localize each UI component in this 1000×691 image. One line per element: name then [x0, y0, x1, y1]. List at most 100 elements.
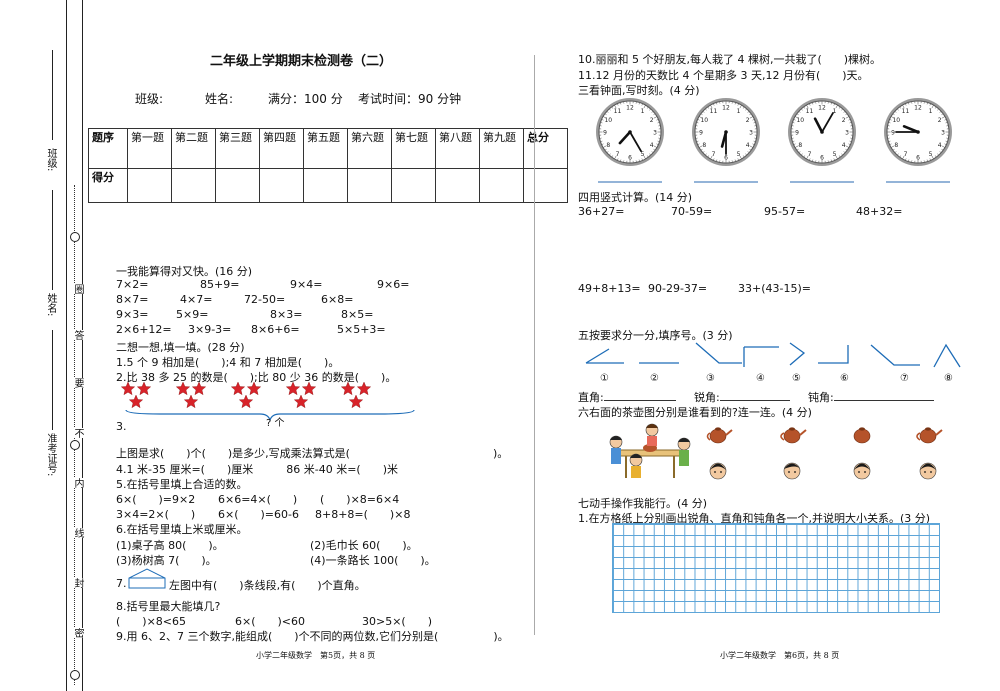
- calc-item: 90-29-37=: [648, 282, 708, 295]
- section-5-title: 五按要求分一分,填序号。(3 分): [578, 329, 733, 342]
- score-table-header-row: 题序 第一题 第二题 第三题 第四题 第五题 第六题 第七题 第八题 第九题 总…: [88, 128, 568, 169]
- right-angle-blank[interactable]: [604, 400, 676, 401]
- calc-item: 7×2=: [116, 278, 149, 291]
- question-10: 10.丽丽和 5 个好朋友,每人栽了 4 棵树,一共栽了( )棵树。: [578, 53, 882, 66]
- section-1-title: 一我能算得对又快。(16 分): [116, 265, 253, 278]
- score-header-cell: 第六题: [347, 128, 392, 169]
- calc-item: 9×4=: [290, 278, 323, 291]
- margin-id-blank: [52, 330, 53, 430]
- question-7: 左图中有( )条线段,有( )个直角。: [169, 579, 366, 592]
- section-7-question-1: 1.在方格纸上分别画出锐角、直角和钝角各一个,并说明大小关系。(3 分): [578, 512, 931, 525]
- hour-hand: [618, 130, 632, 145]
- svg-text:4: 4: [746, 142, 750, 149]
- binding-hole: [70, 440, 80, 450]
- obtuse-angle-blank[interactable]: [834, 400, 934, 401]
- score-cell[interactable]: [391, 168, 436, 203]
- svg-text:9: 9: [891, 130, 895, 137]
- calc-item: 9×3=: [116, 308, 149, 321]
- star-icon: [356, 381, 372, 396]
- child-face-icon[interactable]: [709, 462, 727, 480]
- star-icon: [301, 381, 317, 396]
- angle-1: [585, 348, 624, 364]
- svg-text:2: 2: [842, 117, 846, 124]
- angle-figures: [585, 342, 961, 368]
- score-cell[interactable]: [171, 168, 216, 203]
- score-cell[interactable]: [435, 168, 480, 203]
- page-footer-left: 小学二年级数学 第5页，共 8 页: [256, 651, 376, 660]
- star-icon: [120, 381, 136, 396]
- star-icon: [175, 381, 191, 396]
- calc-item: 48+32=: [856, 205, 903, 218]
- score-cell[interactable]: [127, 168, 172, 203]
- star-icon: [191, 381, 207, 396]
- question-1: 1.5 个 9 相加是( );4 和 7 相加是( )。: [116, 356, 340, 369]
- calc-item: 72-50=: [244, 293, 286, 306]
- teapot-icon[interactable]: [916, 427, 943, 444]
- calc-item: 85+9=: [200, 278, 240, 291]
- hour-hand: [720, 130, 728, 148]
- score-table: 题序 第一题 第二题 第三题 第四题 第五题 第六题 第七题 第八题 第九题 总…: [88, 128, 568, 203]
- margin-line-left: [66, 0, 67, 691]
- teapot-icon[interactable]: [706, 427, 733, 444]
- score-cell[interactable]: [259, 168, 304, 203]
- angle-3: [695, 342, 742, 364]
- score-cell[interactable]: [523, 168, 568, 203]
- angle-number: ①: [600, 373, 609, 384]
- svg-text:1: 1: [641, 108, 645, 115]
- calc-item: 2×6+12=: [116, 323, 172, 336]
- score-cell[interactable]: [479, 168, 524, 203]
- star-icon: [183, 394, 199, 409]
- question-11: 11.12 月份的天数比 4 个星期多 3 天,12 月份有( )天。: [578, 69, 869, 82]
- child-face-icon[interactable]: [783, 462, 801, 480]
- svg-text:11: 11: [614, 108, 622, 115]
- teapot-icon[interactable]: [853, 427, 871, 444]
- svg-text:5: 5: [641, 151, 645, 158]
- question-3-label: 3.: [116, 420, 127, 433]
- svg-text:10: 10: [796, 117, 804, 124]
- score-cell[interactable]: [303, 168, 348, 203]
- svg-text:1: 1: [833, 108, 837, 115]
- binding-hole: [70, 670, 80, 680]
- question-4: 4.1 米-35 厘米=( )厘米 86 米-40 米=( )米: [116, 463, 399, 476]
- star-icon: [246, 381, 262, 396]
- info-class: 班级:: [135, 92, 164, 106]
- info-name: 姓名:: [205, 92, 234, 106]
- calc-item: 70-59=: [671, 205, 713, 218]
- teapot-icon[interactable]: [780, 427, 807, 444]
- margin-class-blank: [52, 50, 53, 140]
- score-cell[interactable]: [215, 168, 260, 203]
- svg-text:9: 9: [795, 130, 799, 137]
- svg-text:5: 5: [929, 151, 933, 158]
- svg-text:1: 1: [737, 108, 741, 115]
- calc-item: 8×6+6=: [251, 323, 300, 336]
- score-header-cell: 第一题: [127, 128, 172, 169]
- fill-item: ( )×8<65: [116, 615, 187, 628]
- question-6-title: 6.在括号里填上米或厘米。: [116, 523, 248, 536]
- svg-text:7: 7: [808, 151, 812, 158]
- child-face-icon[interactable]: [853, 462, 871, 480]
- star-icon: [128, 394, 144, 409]
- margin-id-label: 准考证号:: [45, 433, 56, 477]
- svg-text:12: 12: [818, 105, 826, 112]
- question-8-title: 8.括号里最大能填几?: [116, 600, 221, 613]
- seal-char: 内: [70, 478, 85, 488]
- calc-item: 9×6=: [377, 278, 410, 291]
- svg-text:6: 6: [916, 155, 920, 162]
- star-icon: [293, 394, 309, 409]
- svg-text:2: 2: [938, 117, 942, 124]
- seal-char: 圈: [70, 284, 85, 294]
- svg-text:12: 12: [722, 105, 730, 112]
- score-header-cell: 第九题: [479, 128, 524, 169]
- svg-text:10: 10: [700, 117, 708, 124]
- group-brace: [125, 409, 415, 422]
- drawing-grid[interactable]: [612, 523, 940, 613]
- calc-item: 95-57=: [764, 205, 806, 218]
- svg-text:3: 3: [749, 130, 753, 137]
- child-face-icon[interactable]: [919, 462, 937, 480]
- acute-angle-blank[interactable]: [720, 400, 790, 401]
- svg-text:5: 5: [833, 151, 837, 158]
- fill-item: (4)一条路长 100( )。: [310, 554, 436, 567]
- svg-text:12: 12: [626, 105, 634, 112]
- score-cell[interactable]: [347, 168, 392, 203]
